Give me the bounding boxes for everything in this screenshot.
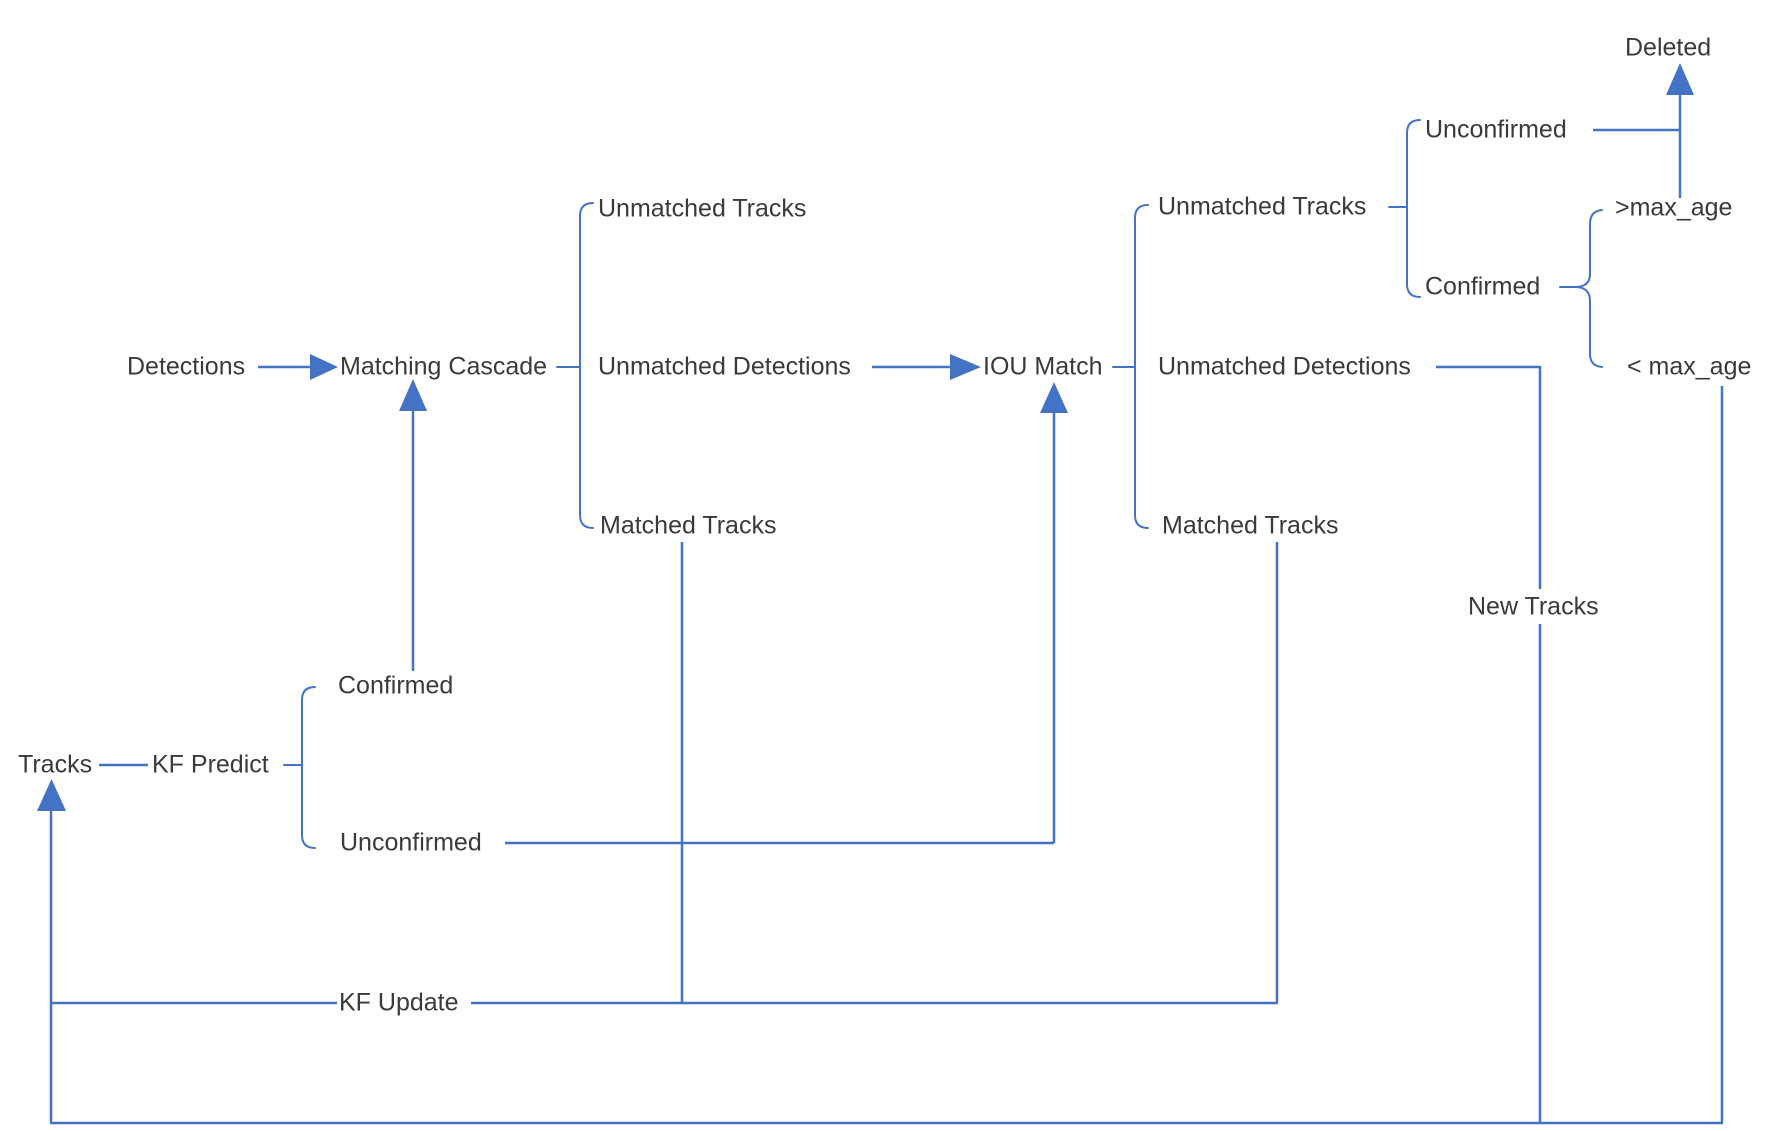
line-unmatched-detections-to-new-tracks — [1436, 365, 1542, 589]
node-kfp-unconfirmed: Unconfirmed — [340, 828, 482, 857]
node-iou-unmatched-detections: Unmatched Detections — [1158, 352, 1411, 381]
bracket-unmatched-tracks-states — [1406, 119, 1421, 298]
node-mc-matched-tracks: Matched Tracks — [600, 511, 777, 540]
node-kfp-confirmed: Confirmed — [338, 671, 454, 700]
node-lt-max-age: < max_age — [1627, 352, 1752, 381]
node-mc-unmatched-detections: Unmatched Detections — [598, 352, 851, 381]
node-new-tracks: New Tracks — [1468, 592, 1599, 621]
node-kf-predict: KF Predict — [152, 750, 269, 779]
node-deleted: Deleted — [1625, 33, 1712, 62]
bracket-kf-predict-states — [301, 686, 316, 849]
node-tracks: Tracks — [18, 750, 93, 779]
node-iou-unmatched-tracks: Unmatched Tracks — [1158, 192, 1367, 221]
node-iou-matched-tracks: Matched Tracks — [1162, 511, 1339, 540]
node-unconfirmed-state: Unconfirmed — [1425, 115, 1567, 144]
arrowhead-right-matching-cascade-icon — [310, 354, 338, 380]
arrowhead-up-tracks-icon — [37, 779, 66, 811]
bracket-iou-match-outputs — [1134, 204, 1149, 529]
node-mc-unmatched-tracks: Unmatched Tracks — [598, 194, 807, 223]
node-confirmed-state: Confirmed — [1425, 272, 1541, 301]
arrowhead-up-iou-match-icon — [1040, 382, 1068, 413]
arrowhead-up-deleted-icon — [1666, 63, 1694, 95]
bracket-matching-cascade-outputs — [579, 202, 594, 529]
brace-confirmed-age-split — [1576, 209, 1603, 368]
node-detections: Detections — [127, 352, 246, 381]
node-iou-match: IOU Match — [983, 352, 1103, 381]
arrowhead-up-matching-cascade-icon — [399, 379, 427, 411]
node-matching-cascade: Matching Cascade — [340, 352, 548, 381]
node-kf-update: KF Update — [339, 988, 459, 1017]
arrowhead-right-iou-match-icon — [950, 354, 981, 380]
node-gt-max-age: >max_age — [1615, 193, 1733, 222]
